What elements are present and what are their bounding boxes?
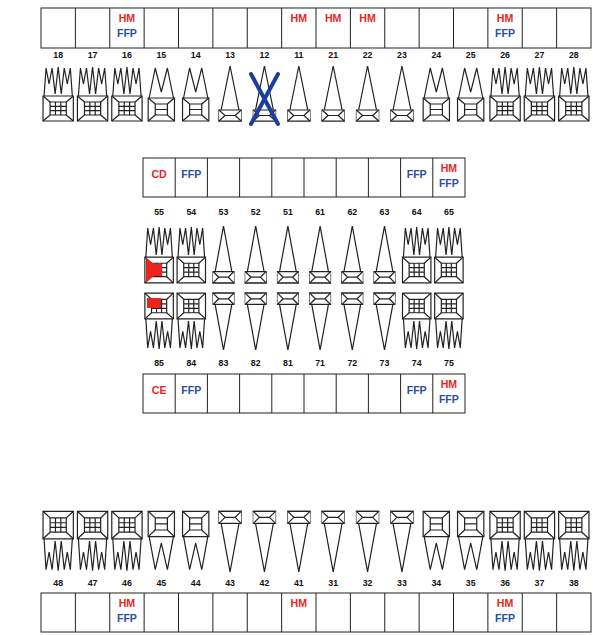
finding-code: HM — [282, 597, 316, 610]
finding-code: FFP — [401, 168, 433, 181]
tooth-number: 32 — [350, 577, 384, 589]
tooth-number: 62 — [336, 206, 368, 218]
tooth-number: 72 — [336, 357, 368, 369]
caries-mark — [147, 298, 161, 308]
tooth-number: 53 — [207, 206, 239, 218]
tooth-number: 52 — [240, 206, 272, 218]
upper-primary-teeth — [145, 226, 463, 283]
tooth-number: 14 — [179, 49, 213, 61]
tooth-number: 61 — [304, 206, 336, 218]
tooth-number: 24 — [419, 49, 453, 61]
lower-primary-teeth — [145, 293, 463, 350]
finding-code: FFP — [175, 168, 207, 181]
tooth-number: 83 — [207, 357, 239, 369]
tooth-number: 11 — [282, 49, 316, 61]
tooth-number: 45 — [144, 577, 178, 589]
tooth-number: 23 — [385, 49, 419, 61]
tooth-number: 18 — [41, 49, 75, 61]
tooth-number: 84 — [175, 357, 207, 369]
tooth-number: 85 — [143, 357, 175, 369]
tooth-number: 41 — [282, 577, 316, 589]
tooth-number: 16 — [110, 49, 144, 61]
tooth-number: 13 — [213, 49, 247, 61]
tooth-number: 63 — [368, 206, 400, 218]
tooth-number: 44 — [179, 577, 213, 589]
tooth-number: 12 — [247, 49, 281, 61]
upper-permanent-teeth — [43, 66, 589, 121]
tooth-number: 42 — [247, 577, 281, 589]
tooth-number: 71 — [304, 357, 336, 369]
finding-code: HM — [488, 12, 522, 25]
finding-code: FFP — [401, 384, 433, 397]
tooth-number: 81 — [272, 357, 304, 369]
tooth-number: 34 — [419, 577, 453, 589]
tooth-number: 37 — [522, 577, 556, 589]
tooth-number: 43 — [213, 577, 247, 589]
lower-permanent-teeth — [43, 511, 589, 572]
tooth-number: 55 — [143, 206, 175, 218]
tooth-number: 21 — [316, 49, 350, 61]
finding-code: HM — [488, 597, 522, 610]
tooth-number: 35 — [454, 577, 488, 589]
tooth-number: 54 — [175, 206, 207, 218]
tooth-number: 73 — [368, 357, 400, 369]
tooth-number: 28 — [557, 49, 591, 61]
finding-code: FFP — [175, 384, 207, 397]
caries-mark — [146, 258, 162, 282]
tooth-number: 31 — [316, 577, 350, 589]
tooth-number: 27 — [522, 49, 556, 61]
finding-code: FFP — [433, 393, 465, 406]
tooth-number: 38 — [557, 577, 591, 589]
finding-code: FFP — [488, 612, 522, 625]
tooth-number: 15 — [144, 49, 178, 61]
finding-code: FFP — [110, 612, 144, 625]
finding-code: HM — [110, 597, 144, 610]
tooth-number: 25 — [454, 49, 488, 61]
finding-code: HM — [433, 162, 465, 175]
finding-code: FFP — [110, 27, 144, 40]
tooth-number: 33 — [385, 577, 419, 589]
tooth-number: 74 — [401, 357, 433, 369]
finding-code: HM — [316, 12, 350, 25]
tooth-number: 26 — [488, 49, 522, 61]
finding-code: CE — [143, 384, 175, 397]
finding-code: CD — [143, 168, 175, 181]
finding-code: FFP — [433, 177, 465, 190]
finding-code: HM — [433, 378, 465, 391]
tooth-number: 47 — [75, 577, 109, 589]
tooth-number: 17 — [75, 49, 109, 61]
tooth-number: 65 — [433, 206, 465, 218]
finding-code: FFP — [488, 27, 522, 40]
missing-tooth-cross — [251, 74, 278, 124]
tooth-number: 48 — [41, 577, 75, 589]
record-grid — [41, 8, 591, 632]
tooth-number: 82 — [240, 357, 272, 369]
tooth-number: 75 — [433, 357, 465, 369]
tooth-number: 64 — [401, 206, 433, 218]
tooth-number: 22 — [350, 49, 384, 61]
finding-code: HM — [282, 12, 316, 25]
tooth-number: 51 — [272, 206, 304, 218]
finding-code: HM — [350, 12, 384, 25]
finding-code: HM — [110, 12, 144, 25]
tooth-number: 46 — [110, 577, 144, 589]
tooth-number: 36 — [488, 577, 522, 589]
